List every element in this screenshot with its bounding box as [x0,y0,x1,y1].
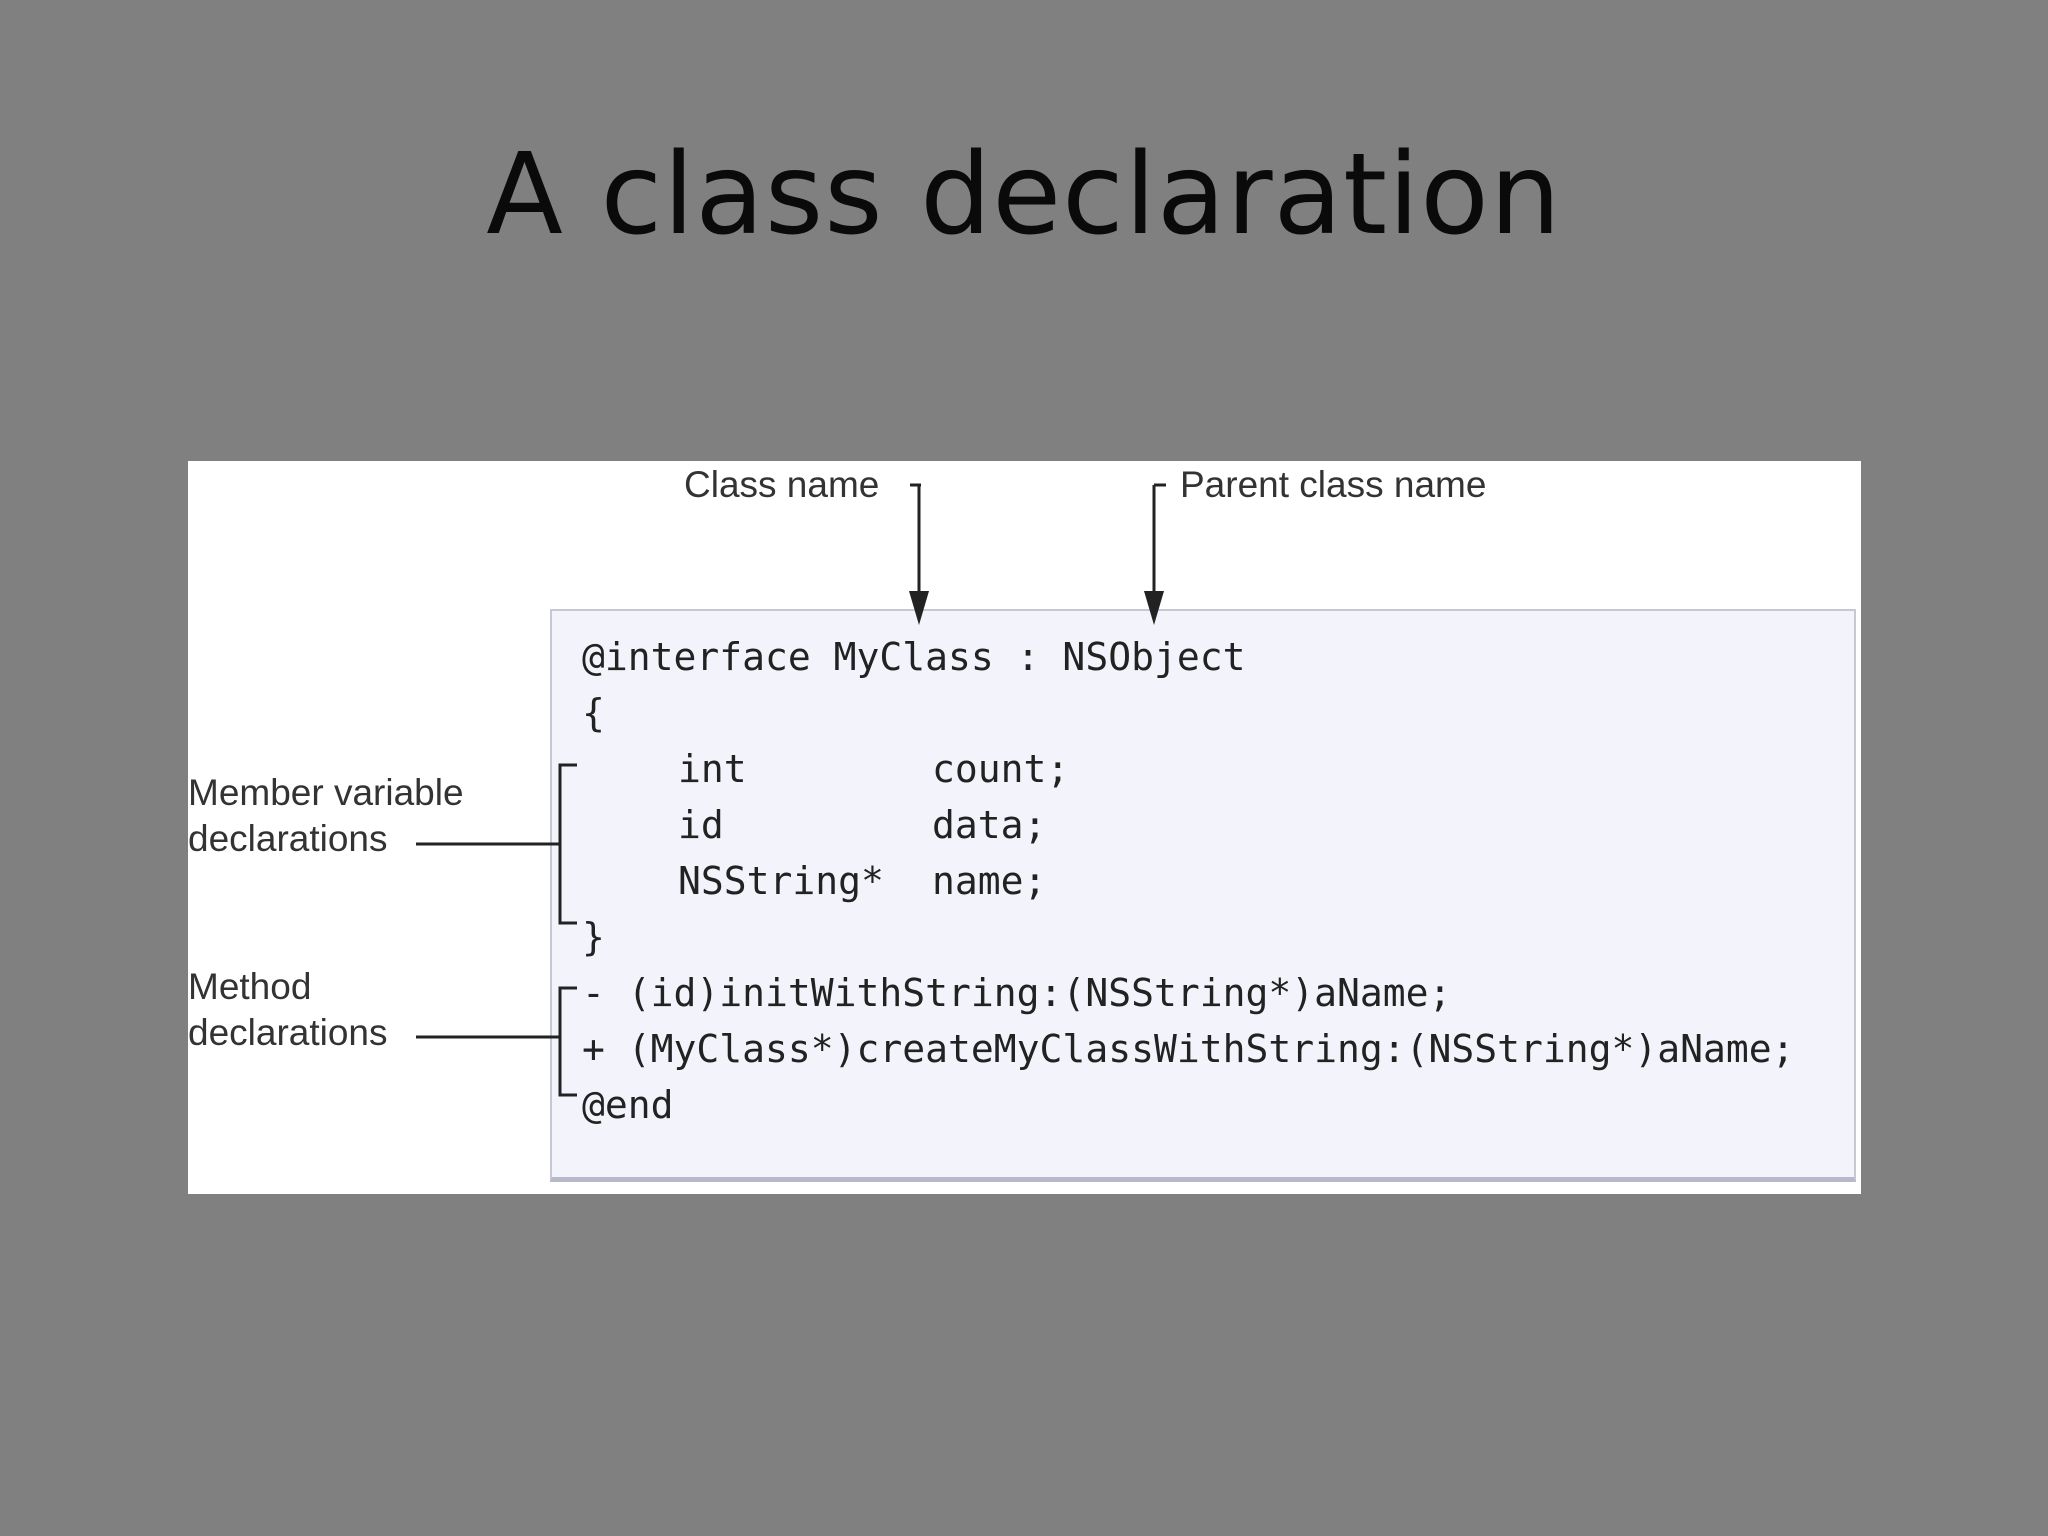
method-label-line1: Method [188,966,312,1007]
close-brace: } [582,915,605,959]
member-name: data; [932,803,1047,847]
class-method-declaration: + (MyClass*)createMyClassWithString:(NSS… [582,1027,1795,1071]
class-declaration-figure: @interface MyClass : NSObject { int coun… [188,461,1861,1194]
member-variable-bracket [416,763,577,925]
member-variable-label-line1: Member variable [188,772,464,813]
instance-method-declaration: - (id)initWithString:(NSString*)aName; [582,971,1452,1015]
slide-title: A class declaration [486,130,1562,260]
parent-class-name-arrow [1144,483,1166,625]
open-brace: { [582,691,605,735]
code-listing: @interface MyClass : NSObject { int coun… [550,609,1856,1182]
parent-class-name-label: Parent class name [1180,464,1487,505]
class-name-arrow [909,483,929,625]
member-name: name; [932,859,1047,903]
member-type: int [678,747,747,791]
method-label-line2: declarations [188,1012,388,1053]
class-name-label: Class name [684,464,880,505]
method-bracket [416,986,577,1097]
member-type: id [678,803,724,847]
member-name: count; [932,747,1070,791]
interface-line: @interface MyClass : NSObject [582,635,1246,679]
annotation-lines [416,483,1166,1097]
member-type: NSString* [678,859,884,903]
member-variable-label-line2: declarations [188,818,388,859]
end-directive: @end [582,1083,674,1127]
